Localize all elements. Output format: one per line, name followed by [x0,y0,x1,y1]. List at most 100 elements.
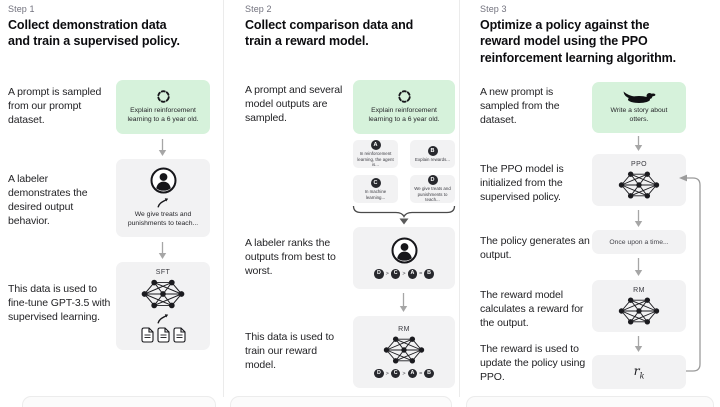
arrow-down-icon [634,258,643,276]
step3-caption-update: The reward is used to update the policy … [480,343,586,383]
sampling-loop-icon [397,90,411,103]
step1-heading-line2: and train a supervised policy. [8,34,180,49]
output-d-box: D We give treats and punishments to teac… [410,174,455,203]
neural-network-icon [383,336,425,364]
output-a-box: A In reinforcement learning, the agent i… [353,139,398,168]
arrow-down-icon [634,336,643,352]
feedback-loop-arrow [679,174,701,372]
arrow-down-icon [158,242,167,259]
output-c-badge: C [370,177,381,188]
document-page-icon [156,327,170,343]
step2-rm-box: RM D > C > A = B [353,316,455,388]
output-d-badge: D [427,174,438,185]
step3-caption-ppo: The PPO model is initialized from the su… [480,163,564,203]
rank-separator: > [385,370,389,377]
model-outputs-grid: A In reinforcement learning, the agent i… [353,139,455,203]
step3-heading-line1: Optimize a policy against the [480,18,650,32]
output-b-badge: B [427,145,438,156]
ranking-row: D > C > A = B [374,269,434,279]
rank-circle: C [390,368,401,379]
step3-prompt-box: Write a story about otters. [592,82,686,133]
ppo-label: PPO [631,160,647,168]
neural-network-icon [618,296,660,325]
arrow-down-icon [399,293,408,312]
next-section-edge [22,396,216,407]
output-c-box: C In machine learning... [353,175,398,203]
reward-var: r [633,363,640,379]
step1-heading-line1: Collect demonstration data [8,18,167,32]
step1-caption-labeler: A labeler demonstrates the desired outpu… [8,173,88,227]
step1-caption-prompt: A prompt is sampled from our prompt data… [8,86,102,126]
output-b-box: B Explain rewards... [410,140,455,168]
step3-reward-box: rk [592,355,686,389]
step3-output-box: Once upon a time... [592,230,686,254]
rank-circle: B [424,269,434,279]
rank-circle: D [374,269,384,279]
reward-sub: k [639,371,645,381]
step3-rm-box: RM [592,280,686,332]
step2-caption-prompt: A prompt and several model outputs are s… [245,84,343,124]
output-a-badge: A [370,139,381,150]
step3-heading: Optimize a policy against the reward mod… [480,17,712,66]
ranking-row: D > C > A = B [374,368,434,379]
next-section-edge [230,396,452,407]
step1-prompt-box: Explain reinforcement learning to a 6 ye… [116,80,210,134]
rank-circle: A [407,269,418,279]
rank-circle: C [390,269,401,279]
step1-label: Step 1 [8,4,35,14]
arrow-down-icon [634,136,643,151]
rank-separator: = [419,271,423,277]
labeler-person-icon [391,237,417,264]
rank-circle: A [407,368,418,379]
step3-caption-reward: The reward model calculates a reward for… [480,289,584,329]
neural-network-icon [141,279,185,309]
pen-scribble-icon [157,198,169,208]
rank-circle: D [374,368,384,379]
step2-heading-line1: Collect comparison data and [245,18,414,32]
documents-icon [140,327,186,343]
step1-labeler-text: We give treats and punishments to teach.… [127,211,199,227]
step3-caption-output: The policy generates an output. [480,235,590,261]
step3-prompt-text: Write a story about otters. [610,107,668,123]
step3-heading-line2: reward model using the PPO [480,34,648,49]
step1-sft-box: SFT [116,262,210,350]
step2-heading: Collect comparison data and train a rewa… [245,17,455,50]
step1-caption-finetune: This data is used to fine-tune GPT-3.5 w… [8,283,111,323]
arrow-down-icon [158,139,167,156]
document-page-icon [172,327,186,343]
rank-circle: B [424,368,434,379]
step1-heading: Collect demonstration data and train a s… [8,17,218,50]
step2-caption-rank: A labeler ranks the outputs from best to… [245,237,336,277]
step3-ppo-box: PPO [592,154,686,206]
otter-icon [623,91,656,104]
rank-separator: > [402,370,406,377]
arrow-down-icon [634,210,643,227]
step3-label: Step 3 [480,4,507,14]
step2-label: Step 2 [245,4,272,14]
step2-prompt-box: Explain reinforcement learning to a 6 ye… [353,80,455,134]
column-divider [459,0,460,397]
step3-output-text: Once upon a time... [609,238,669,246]
step1-prompt-text: Explain reinforcement learning to a 6 ye… [127,107,199,123]
reward-value: rk [634,363,645,381]
column-divider [223,0,224,397]
brace-collect-icon [352,205,456,225]
step2-prompt-text: Explain reinforcement learning to a 6 ye… [368,107,440,123]
pen-scribble-icon [157,314,169,324]
rm-label: RM [398,325,410,333]
next-section-edge [466,396,714,407]
sampling-loop-icon [156,90,170,103]
step3-caption-prompt: A new prompt is sampled from the dataset… [480,86,560,126]
output-a-text: In reinforcement learning, the agent is.… [357,150,394,168]
rank-separator: > [402,271,406,277]
step1-labeler-box: We give treats and punishments to teach.… [116,159,210,237]
rank-separator: > [385,271,389,277]
rm-label: RM [633,286,645,294]
output-d-text: We give treats and punishments to teach.… [414,185,451,203]
rank-separator: = [419,370,423,377]
sft-label: SFT [155,269,171,276]
step2-heading-line2: train a reward model. [245,34,369,49]
step3-heading-line3: reinforcement learning algorithm. [480,50,677,65]
neural-network-icon [618,170,660,199]
